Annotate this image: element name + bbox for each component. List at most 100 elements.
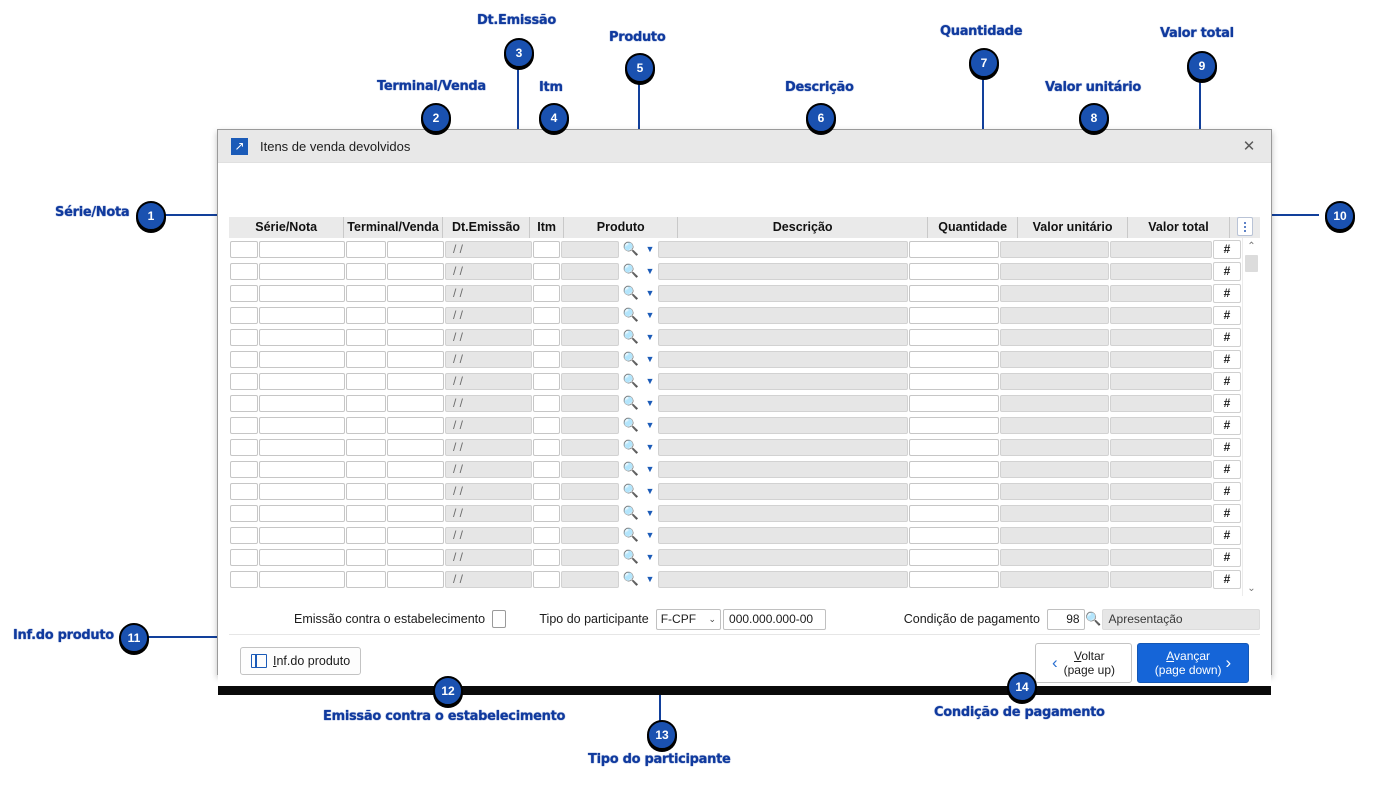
table-row[interactable]: / /🔍▼#	[229, 502, 1260, 524]
cell-nota-input[interactable]	[259, 306, 345, 324]
cell-valor-unitario-input[interactable]	[1000, 306, 1109, 324]
cell-quantidade-input[interactable]	[909, 306, 999, 324]
cell-quantidade-input[interactable]	[909, 328, 999, 346]
cell-valor-total-input[interactable]	[1110, 284, 1212, 302]
cell-dt-emissao-input[interactable]: / /	[445, 262, 532, 280]
cell-serie-input[interactable]	[230, 570, 258, 588]
cell-produto-input[interactable]	[561, 350, 619, 368]
cell-venda-input[interactable]	[387, 328, 444, 346]
cell-venda-input[interactable]	[387, 416, 444, 434]
cell-quantidade-input[interactable]	[909, 570, 999, 588]
cell-quantidade-input[interactable]	[909, 438, 999, 456]
cell-dt-emissao-input[interactable]: / /	[445, 570, 532, 588]
col-header-terminal-venda[interactable]: Terminal/Venda	[344, 217, 443, 238]
cell-valor-total-input[interactable]	[1110, 350, 1212, 368]
cell-produto-input[interactable]	[561, 416, 619, 434]
table-row[interactable]: / /🔍▼#	[229, 348, 1260, 370]
cell-produto-input[interactable]	[561, 394, 619, 412]
cell-quantidade-input[interactable]	[909, 482, 999, 500]
cell-serie-input[interactable]	[230, 284, 258, 302]
cell-terminal-input[interactable]	[346, 548, 386, 566]
cell-terminal-input[interactable]	[346, 350, 386, 368]
cell-venda-input[interactable]	[387, 350, 444, 368]
col-header-item[interactable]: Itm	[530, 217, 565, 238]
cell-item-input[interactable]	[533, 394, 560, 412]
cell-item-input[interactable]	[533, 548, 560, 566]
cell-dt-emissao-input[interactable]: / /	[445, 350, 532, 368]
cell-nota-input[interactable]	[259, 372, 345, 390]
cell-valor-unitario-input[interactable]	[1000, 526, 1109, 544]
cell-serie-input[interactable]	[230, 416, 258, 434]
produto-search-icon[interactable]: 🔍	[622, 461, 640, 476]
cell-nota-input[interactable]	[259, 526, 345, 544]
cell-nota-input[interactable]	[259, 570, 345, 588]
row-hash-button[interactable]: #	[1213, 283, 1241, 303]
table-row[interactable]: / /🔍▼#	[229, 260, 1260, 282]
produto-dropdown-icon[interactable]: ▼	[645, 464, 655, 474]
col-header-produto[interactable]: Produto	[564, 217, 679, 238]
cell-nota-input[interactable]	[259, 284, 345, 302]
cell-valor-total-input[interactable]	[1110, 438, 1212, 456]
table-row[interactable]: / /🔍▼#	[229, 568, 1260, 590]
table-row[interactable]: / /🔍▼#	[229, 414, 1260, 436]
cell-nota-input[interactable]	[259, 240, 345, 258]
cell-terminal-input[interactable]	[346, 570, 386, 588]
cell-terminal-input[interactable]	[346, 284, 386, 302]
grid-options-icon[interactable]	[1237, 217, 1254, 236]
cell-venda-input[interactable]	[387, 284, 444, 302]
produto-dropdown-icon[interactable]: ▼	[645, 486, 655, 496]
cell-valor-unitario-input[interactable]	[1000, 570, 1109, 588]
cell-item-input[interactable]	[533, 504, 560, 522]
cell-dt-emissao-input[interactable]: / /	[445, 460, 532, 478]
cell-item-input[interactable]	[533, 526, 560, 544]
cell-valor-total-input[interactable]	[1110, 394, 1212, 412]
close-icon[interactable]: ✕	[1242, 138, 1256, 155]
produto-search-icon[interactable]: 🔍	[622, 505, 640, 520]
cell-terminal-input[interactable]	[346, 372, 386, 390]
condicao-search-icon[interactable]: 🔍	[1084, 611, 1102, 626]
scroll-up-icon[interactable]: ⌃	[1247, 240, 1256, 252]
cell-dt-emissao-input[interactable]: / /	[445, 482, 532, 500]
scroll-down-icon[interactable]: ⌄	[1247, 582, 1256, 594]
row-hash-button[interactable]: #	[1213, 415, 1241, 435]
cell-descricao-input[interactable]	[658, 240, 908, 258]
cell-quantidade-input[interactable]	[909, 504, 999, 522]
cell-valor-total-input[interactable]	[1110, 416, 1212, 434]
col-header-dt-emissao[interactable]: Dt.Emissão	[443, 217, 531, 238]
table-row[interactable]: / /🔍▼#	[229, 524, 1260, 546]
produto-dropdown-icon[interactable]: ▼	[645, 266, 655, 276]
cell-descricao-input[interactable]	[658, 526, 908, 544]
cell-item-input[interactable]	[533, 284, 560, 302]
cell-quantidade-input[interactable]	[909, 394, 999, 412]
cell-terminal-input[interactable]	[346, 394, 386, 412]
cell-item-input[interactable]	[533, 372, 560, 390]
row-hash-button[interactable]: #	[1213, 547, 1241, 567]
cell-valor-total-input[interactable]	[1110, 548, 1212, 566]
cell-quantidade-input[interactable]	[909, 350, 999, 368]
avancar-button[interactable]: Avançar (page down) ›	[1137, 643, 1249, 683]
cell-terminal-input[interactable]	[346, 526, 386, 544]
cell-produto-input[interactable]	[561, 328, 619, 346]
table-row[interactable]: / /🔍▼#	[229, 436, 1260, 458]
cell-item-input[interactable]	[533, 240, 560, 258]
cell-descricao-input[interactable]	[658, 284, 908, 302]
cell-valor-total-input[interactable]	[1110, 460, 1212, 478]
cell-item-input[interactable]	[533, 570, 560, 588]
cell-descricao-input[interactable]	[658, 328, 908, 346]
cell-serie-input[interactable]	[230, 482, 258, 500]
cell-valor-total-input[interactable]	[1110, 372, 1212, 390]
cell-item-input[interactable]	[533, 262, 560, 280]
cell-terminal-input[interactable]	[346, 504, 386, 522]
row-hash-button[interactable]: #	[1213, 239, 1241, 259]
cell-produto-input[interactable]	[561, 526, 619, 544]
col-header-valor-unitario[interactable]: Valor unitário	[1018, 217, 1128, 238]
cell-valor-total-input[interactable]	[1110, 482, 1212, 500]
produto-dropdown-icon[interactable]: ▼	[645, 442, 655, 452]
cell-serie-input[interactable]	[230, 526, 258, 544]
cell-dt-emissao-input[interactable]: / /	[445, 504, 532, 522]
grid-vertical-scrollbar[interactable]: ⌃ ⌄	[1242, 238, 1260, 596]
cell-nota-input[interactable]	[259, 438, 345, 456]
cell-serie-input[interactable]	[230, 438, 258, 456]
cell-venda-input[interactable]	[387, 372, 444, 390]
cell-quantidade-input[interactable]	[909, 284, 999, 302]
